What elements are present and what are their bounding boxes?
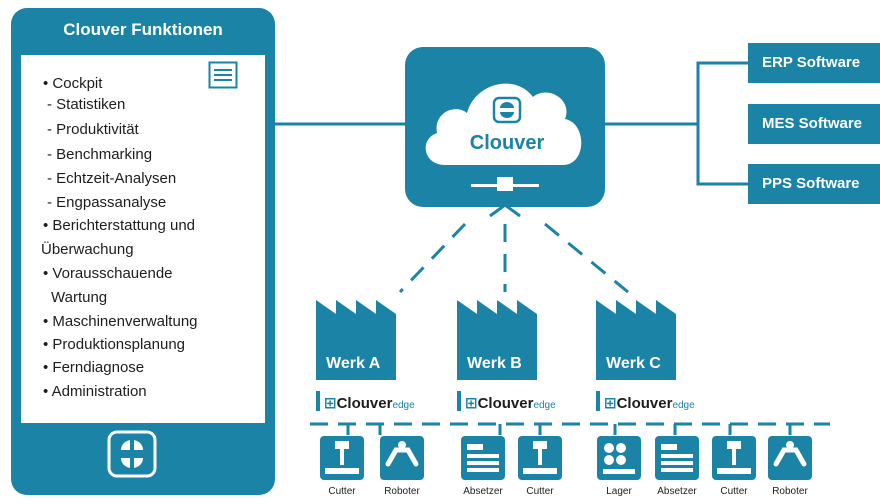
feature-subitem: - Statistiken [47, 96, 126, 113]
document-icon [208, 61, 238, 89]
robot-arm-icon [768, 436, 812, 480]
machine-label: Roboter [772, 486, 808, 497]
machine-label: Cutter [720, 486, 748, 497]
feature-item: • Berichterstattung und [43, 217, 196, 234]
factory-icon [457, 300, 537, 380]
cutter-icon [712, 436, 756, 480]
feature-item: • Vorausschauende [43, 265, 173, 282]
clouver-logo-icon [107, 430, 157, 478]
werk-c-label: Werk C [606, 355, 661, 372]
edge-marker [457, 391, 461, 411]
feature-item: • Maschinenverwaltung [43, 313, 198, 330]
feature-subitem: - Engpassanalyse [47, 194, 167, 211]
cutter-icon [518, 436, 562, 480]
feature-item: • Produktionsplanung [43, 336, 186, 353]
machine-label: Absetzer [657, 486, 697, 497]
absetzer-icon [655, 436, 699, 480]
feature-subitem: - Echtzeit-Analysen [47, 170, 177, 187]
lager-icon [597, 436, 641, 480]
panel-title: Clouver Funktionen [63, 20, 223, 39]
machine-label: Lager [606, 486, 632, 497]
machine-label: Roboter [384, 486, 420, 497]
clouver-edge-label-b: ⊞Clouveredge [465, 395, 556, 412]
feature-item: • Cockpit [43, 75, 103, 92]
feature-item-continued: Wartung [51, 289, 108, 306]
feature-item-continued: Überwachung [41, 241, 134, 258]
factory-icon [596, 300, 676, 380]
dash-to-werk-c [544, 222, 629, 294]
feature-item: • Ferndiagnose [43, 359, 145, 376]
features-panel: Clouver Funktionen • Cockpit - Statistik… [11, 8, 275, 495]
software-bracket [696, 61, 748, 186]
clouver-edge-label-c: ⊞Clouveredge [604, 395, 695, 412]
robot-arm-icon [380, 436, 424, 480]
factory-icon [316, 300, 396, 380]
cutter-icon [320, 436, 364, 480]
dash-to-werk-a [398, 222, 467, 294]
feature-subitem: - Benchmarking [47, 146, 153, 163]
edge-marker [316, 391, 320, 411]
werk-a-label: Werk A [326, 355, 381, 372]
feature-subitem: - Produktivität [47, 121, 139, 138]
features-list: • Cockpit - Statistiken - Produktivität … [21, 55, 265, 423]
clouver-edge-label-a: ⊞Clouveredge [324, 395, 415, 412]
mes-software-box: MES Software [748, 104, 880, 144]
pps-software-box: PPS Software [748, 164, 880, 204]
cloud-icon [425, 83, 582, 191]
absetzer-icon [461, 436, 505, 480]
machine-label: Absetzer [463, 486, 503, 497]
machine-label: Cutter [526, 486, 554, 497]
clouver-logo-icon [492, 96, 522, 124]
feature-item: • Administration [43, 383, 147, 400]
edge-marker [596, 391, 600, 411]
clouver-brand-label: Clouver [469, 132, 545, 154]
machine-label: Cutter [328, 486, 356, 497]
werk-b-label: Werk B [467, 355, 522, 372]
erp-software-box: ERP Software [748, 43, 880, 83]
